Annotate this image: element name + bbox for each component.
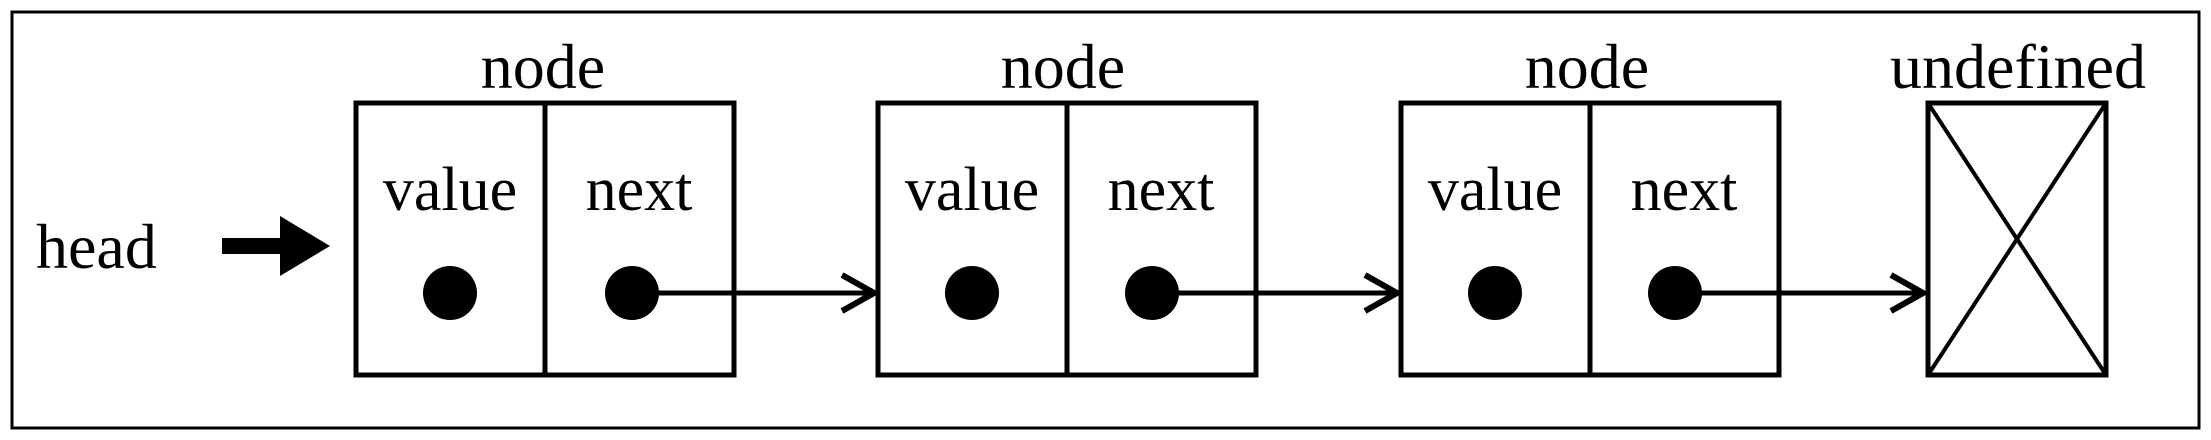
node-2: node value next: [875, 31, 1259, 378]
node-1-next-dot: [605, 266, 659, 320]
head-pointer-arrow: [222, 216, 330, 276]
head-label: head: [36, 211, 157, 282]
node-1: node value next: [353, 31, 737, 378]
node-2-value-label: value: [905, 156, 1039, 224]
node-3-title: node: [1525, 31, 1649, 102]
node-1-value-label: value: [383, 156, 517, 224]
node-1-title: node: [481, 31, 605, 102]
terminal-title: undefined: [1890, 31, 2146, 102]
node-1-next-label: next: [586, 156, 693, 224]
node-2-value-dot: [945, 266, 999, 320]
terminal-undefined: undefined: [1890, 31, 2146, 378]
node-3-next-label: next: [1631, 156, 1738, 224]
node-3-value-dot: [1468, 266, 1522, 320]
node-3-next-dot: [1648, 266, 1702, 320]
node-2-next-label: next: [1108, 156, 1215, 224]
node-3-value-label: value: [1428, 156, 1562, 224]
node-1-value-dot: [423, 266, 477, 320]
node-2-title: node: [1001, 31, 1125, 102]
diagram-frame: [10, 10, 2201, 430]
node-2-next-dot: [1125, 266, 1179, 320]
terminal-cross-line-2: [1926, 101, 2108, 377]
node-3: node value next: [1398, 31, 1782, 378]
